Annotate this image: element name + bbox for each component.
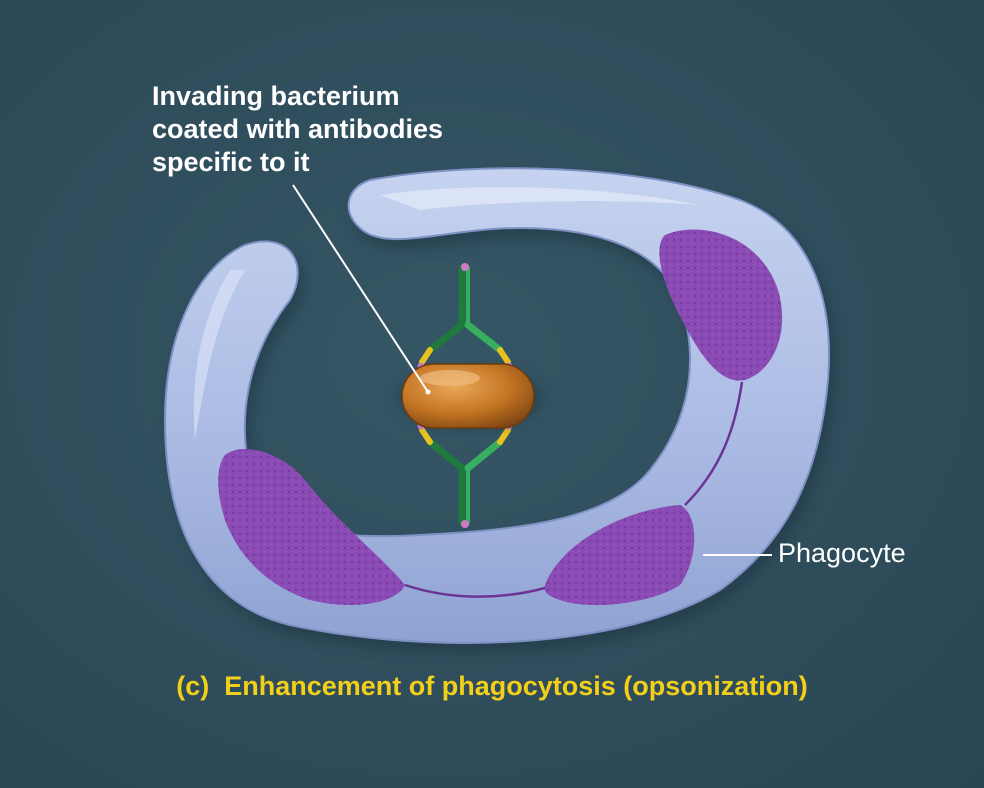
nucleus <box>218 229 783 605</box>
bacterium <box>398 363 542 429</box>
bacterium-label-line-3: specific to it <box>152 147 310 177</box>
bacterium-leader-dot <box>425 389 431 395</box>
nucleus-lobe-top-right-texture <box>659 229 783 381</box>
cell-highlight <box>380 187 700 210</box>
phagocyte-label: Phagocyte <box>778 538 906 568</box>
nucleus-lobe-bottom-right-texture <box>544 505 695 605</box>
bacterium-label-line-1: Invading bacterium <box>152 81 400 111</box>
figure-caption: (c) Enhancement of phagocytosis (opsoniz… <box>176 671 808 701</box>
nucleus-strand-bottom <box>404 583 546 598</box>
antibody-top <box>417 263 513 370</box>
nucleus-strand-right <box>684 381 744 506</box>
bacterium-label: Invading bacterium coated with antibodie… <box>152 80 512 179</box>
cell-highlight-left <box>193 270 245 440</box>
bacterium-leader-line <box>292 184 429 393</box>
nucleus-lobe-left-texture <box>218 449 405 605</box>
bacterium-label-line-2: coated with antibodies <box>152 114 444 144</box>
